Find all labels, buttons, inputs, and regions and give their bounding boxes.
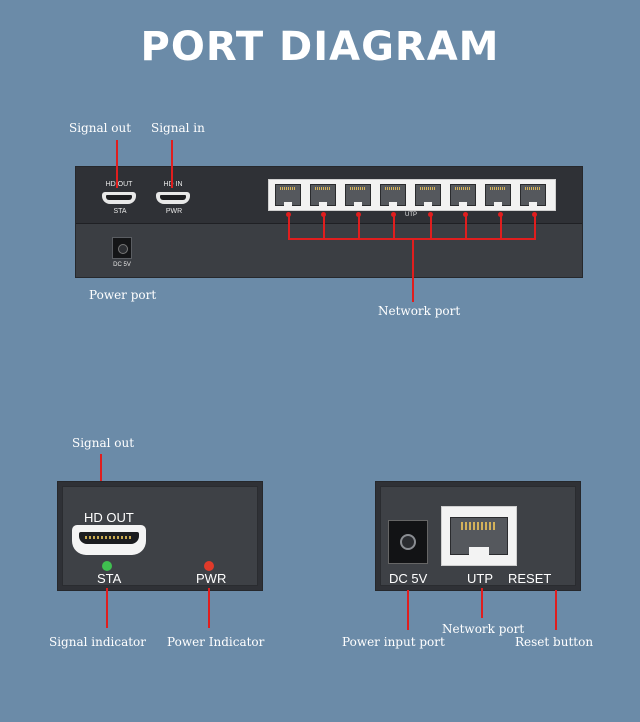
power-indicator-leader: [208, 588, 210, 628]
tx-sta-label: STA: [113, 208, 127, 215]
signal-in-caption: Signal in: [151, 121, 205, 135]
rj45-port: [485, 184, 511, 206]
rx-network-leader: [481, 588, 483, 618]
tx-hd-in-label: HD IN: [163, 181, 183, 188]
tx-pwr-label: PWR: [165, 208, 183, 215]
rx-reset-label: RESET: [508, 571, 552, 586]
rj45-port: [310, 184, 336, 206]
rx-dc-jack: [388, 520, 428, 564]
rj45-port: [450, 184, 476, 206]
signal-out-caption: Signal out: [69, 121, 132, 135]
rx-utp-label: UTP: [467, 571, 493, 586]
rx-pwr-label: PWR: [196, 571, 227, 586]
rj45-port: [415, 184, 441, 206]
rx-signal-out-leader: [100, 454, 102, 494]
rx-sta-label: STA: [97, 571, 122, 586]
rj45-port: [275, 184, 301, 206]
rj45-port: [345, 184, 371, 206]
power-indicator-caption: Power Indicator: [167, 635, 265, 649]
network-port-caption: Network port: [378, 304, 461, 318]
sta-led: [102, 561, 112, 571]
signal-indicator-leader: [106, 588, 108, 628]
tx-hdmi-out-port: [102, 192, 136, 204]
tx-network-port-strip: [268, 179, 556, 211]
rj45-port: [520, 184, 546, 206]
rx-dc5v-label: DC 5V: [389, 571, 428, 586]
transmitter-lower-panel: [76, 224, 582, 277]
signal-indicator-caption: Signal indicator: [49, 635, 147, 649]
rx-signal-out-caption: Signal out: [72, 436, 135, 450]
power-input-caption: Power input port: [342, 635, 445, 649]
rx-hd-out-label: HD OUT: [84, 510, 134, 525]
signal-out-leader: [116, 140, 118, 188]
rj45-port: [380, 184, 406, 206]
signal-in-leader: [171, 140, 173, 188]
rx-hdmi-out-port: [72, 525, 146, 555]
network-port-leader: [412, 238, 414, 302]
power-port-caption: Power port: [89, 288, 157, 302]
reset-button-caption: Reset button: [515, 635, 594, 649]
tx-hdmi-in-port: [156, 192, 190, 204]
pwr-led: [204, 561, 214, 571]
rx-network-port-caption: Network port: [442, 622, 525, 636]
rx-rj45-port: [441, 506, 517, 566]
page-title: PORT DIAGRAM: [140, 24, 500, 70]
reset-leader: [555, 590, 557, 630]
power-input-leader: [407, 590, 409, 630]
tx-utp-label: UTP: [405, 212, 417, 218]
tx-dc-jack: [112, 237, 132, 259]
tx-hd-out-label: HD OUT: [105, 181, 133, 188]
tx-dc5v-label: DC 5V: [113, 262, 131, 268]
